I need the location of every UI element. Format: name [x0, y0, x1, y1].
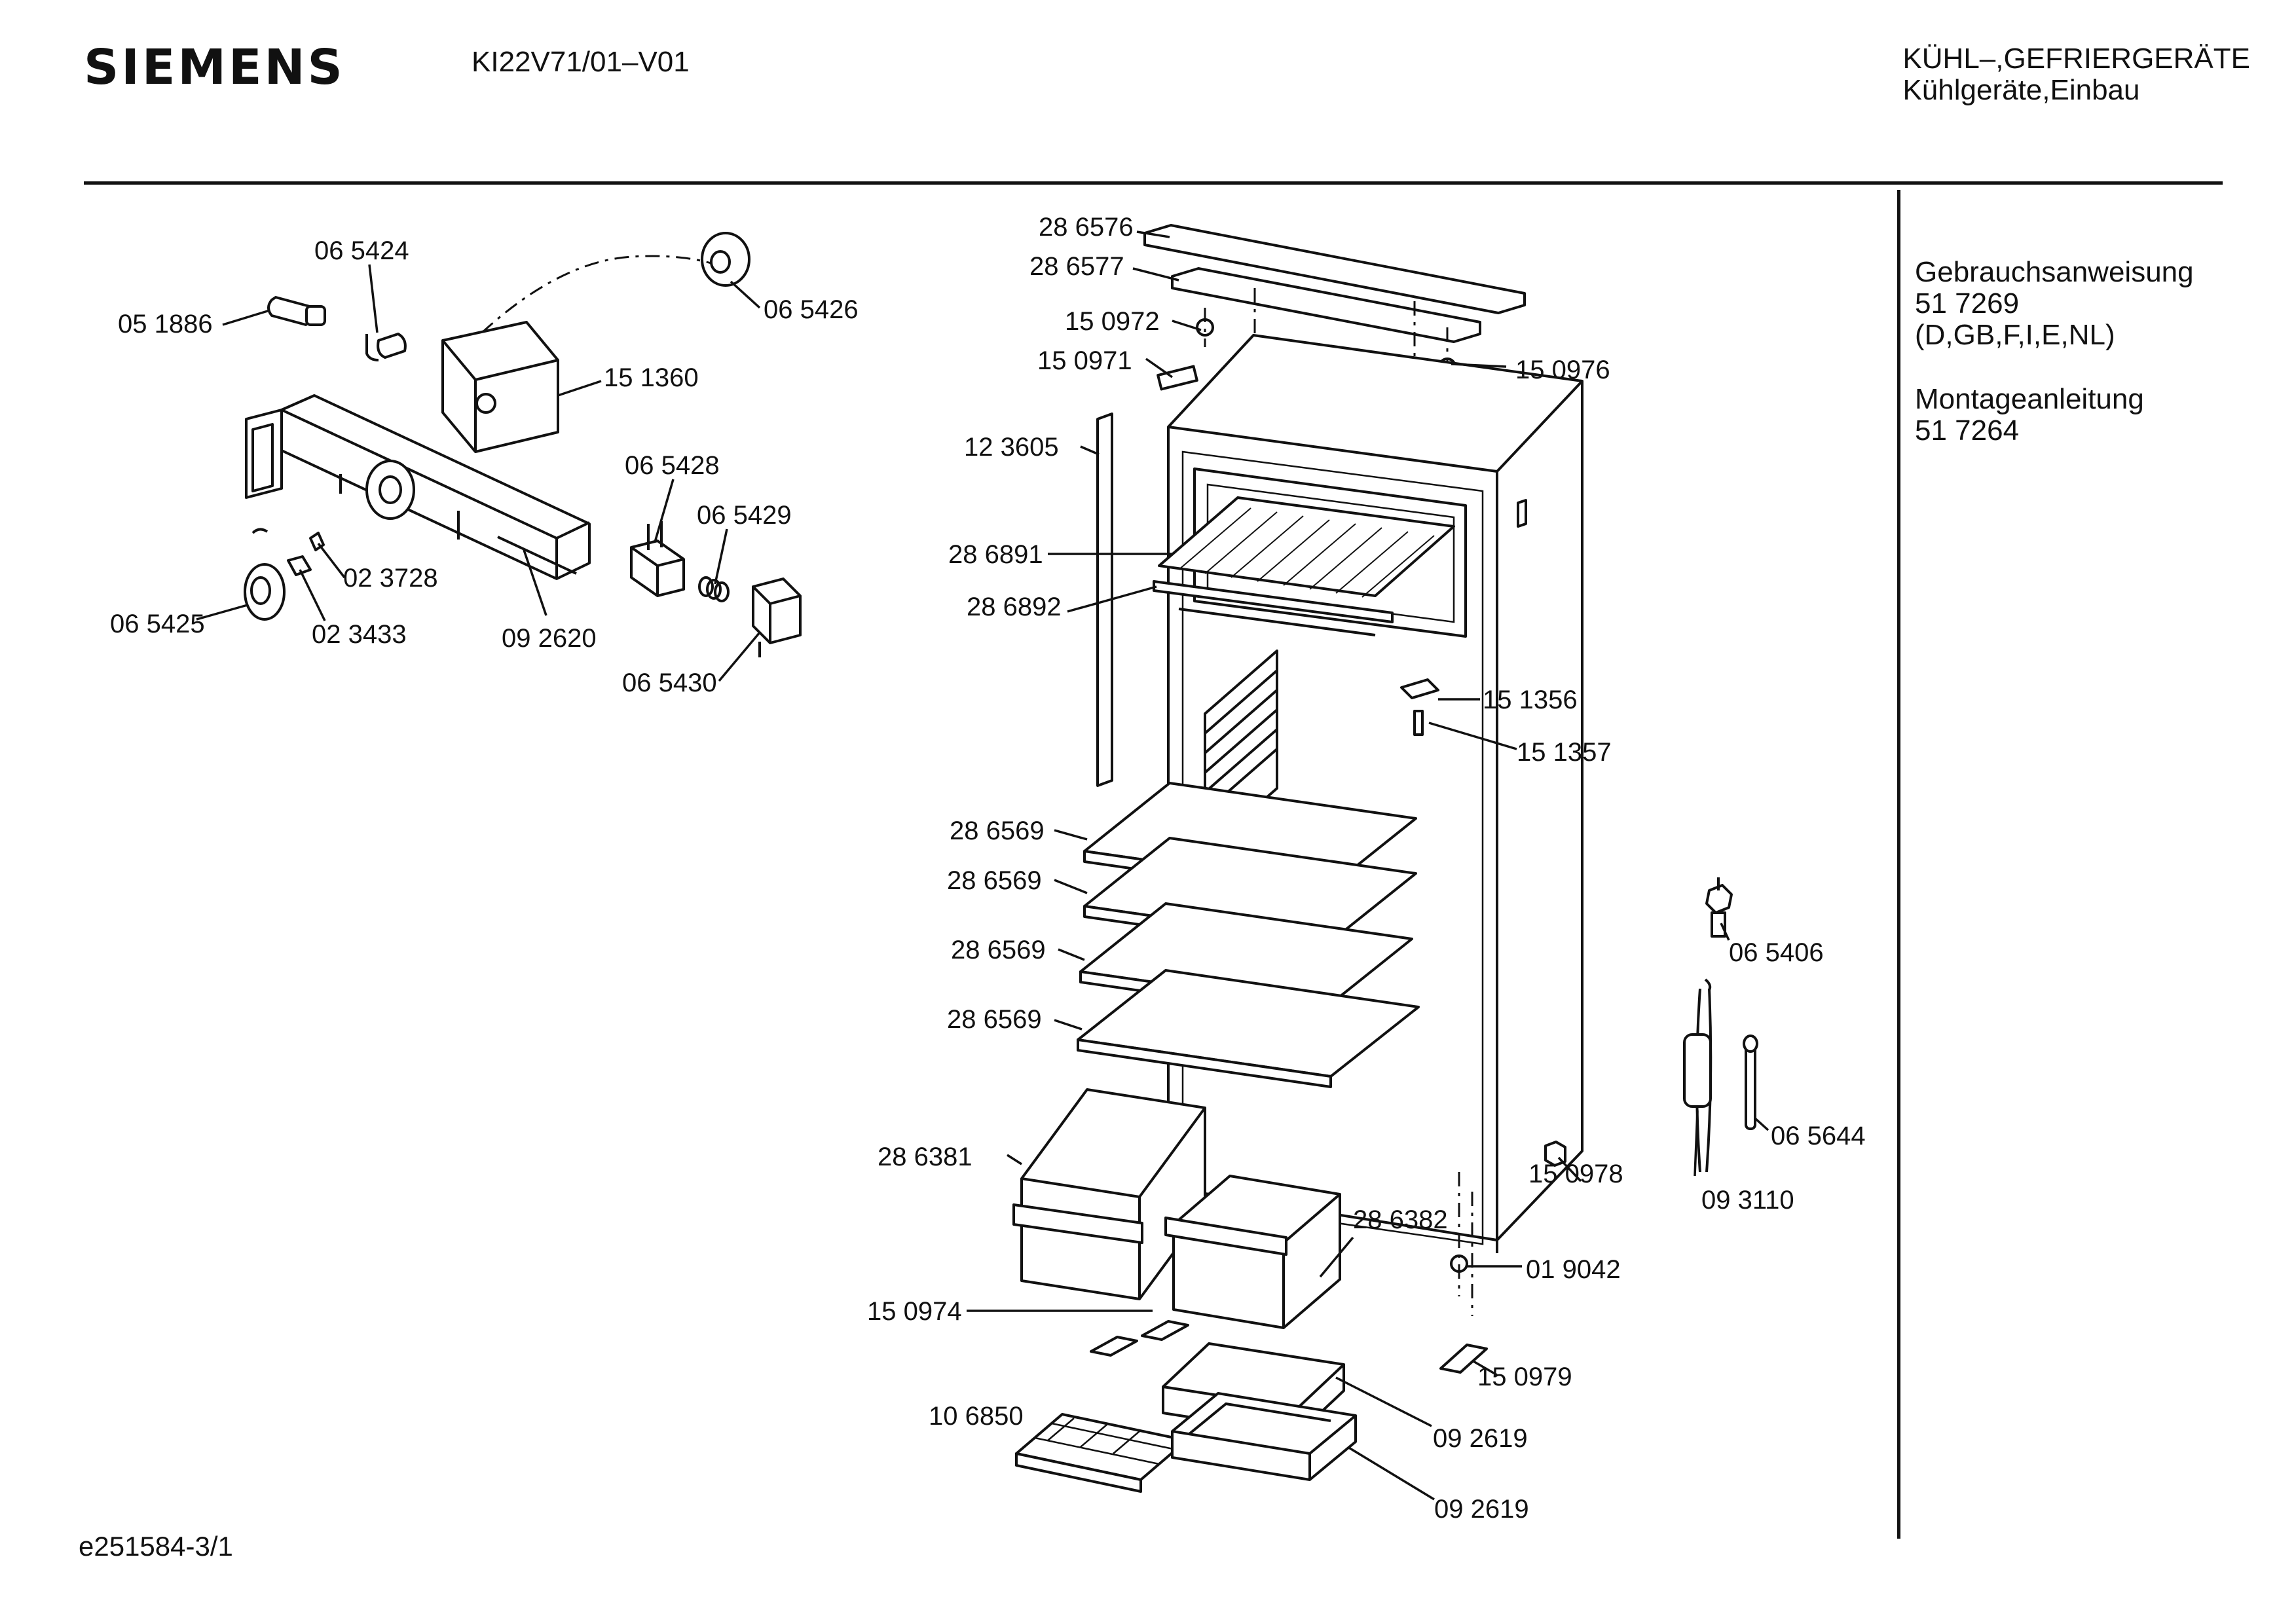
cabinet-edges-drawing — [1168, 380, 1583, 1253]
part-label-151356: 15 1356 — [1483, 686, 1578, 714]
part-label-065425: 06 5425 — [110, 610, 205, 638]
part-label-023433: 02 3433 — [312, 620, 407, 649]
category-line-1: KÜHL–,GEFRIERGERÄTE — [1902, 43, 2250, 75]
part-label-106850: 10 6850 — [929, 1402, 1024, 1431]
glass-shelves-drawing — [1077, 782, 1420, 1088]
lamp-bulb-drawing — [267, 296, 326, 326]
cable-guide-dashed — [481, 255, 712, 334]
installation-reference: Montageanleitung 51 7264 — [1915, 384, 2144, 447]
appliance-category: KÜHL–,GEFRIERGERÄTE Kühlgeräte,Einbau — [1902, 43, 2250, 106]
part-label-286569-d: 28 6569 — [947, 1005, 1042, 1034]
part-label-092619-b: 09 2619 — [1434, 1495, 1529, 1524]
connector-plug-drawing — [752, 577, 802, 657]
door-switch-drawing — [630, 521, 685, 597]
door-seal-strip-drawing — [1096, 412, 1113, 787]
install-title: Montageanleitung — [1915, 383, 2144, 415]
part-label-151357: 15 1357 — [1517, 738, 1612, 767]
part-label-051886: 05 1886 — [118, 310, 213, 339]
part-label-092619-a: 09 2619 — [1433, 1424, 1528, 1453]
part-label-286577: 28 6577 — [1029, 252, 1124, 281]
part-label-286891: 28 6891 — [948, 540, 1043, 569]
leader-lines — [196, 230, 1769, 1501]
thermostat-sensor-drawing — [1705, 877, 1733, 938]
part-label-150971: 15 0971 — [1037, 346, 1132, 375]
install-number: 51 7264 — [1915, 414, 2020, 447]
part-label-123605: 12 3605 — [964, 433, 1059, 462]
category-line-2: Kühlgeräte,Einbau — [1902, 74, 2140, 106]
part-label-065424: 06 5424 — [314, 236, 409, 265]
small-clips-drawing — [287, 532, 325, 576]
lamp-thermostat-assembly — [244, 232, 802, 657]
part-label-150974: 15 0974 — [867, 1297, 962, 1326]
part-label-286382: 28 6382 — [1353, 1205, 1448, 1234]
part-label-151360: 15 1360 — [604, 363, 699, 392]
drawing-id: e251584-3/1 — [79, 1531, 233, 1562]
part-label-065406: 06 5406 — [1729, 938, 1824, 967]
lamp-housing-drawing — [245, 394, 591, 580]
part-label-286569-b: 28 6569 — [947, 866, 1042, 895]
part-label-286569-c: 28 6569 — [951, 936, 1046, 964]
part-label-150978: 15 0978 — [1528, 1160, 1623, 1188]
temperature-sensor-holder-drawing — [1400, 678, 1439, 736]
crisper-drawer-small-drawing — [1164, 1175, 1341, 1329]
header-divider — [84, 181, 2223, 185]
part-label-065429: 06 5429 — [697, 501, 792, 530]
manual-reference: Gebrauchsanweisung 51 7269 (D,GB,F,I,E,N… — [1915, 257, 2194, 351]
manual-languages: (D,GB,F,I,E,NL) — [1915, 319, 2115, 351]
part-label-286576: 28 6576 — [1039, 213, 1134, 242]
model-number: KI22V71/01–V01 — [472, 46, 690, 78]
freezer-compartment-drawing — [1153, 467, 1467, 638]
part-label-286381: 28 6381 — [878, 1143, 972, 1171]
part-label-019042: 01 9042 — [1526, 1255, 1621, 1284]
lower-guide-lines — [1458, 1172, 1473, 1316]
thermostat-knob-drawing — [244, 528, 286, 621]
part-label-093110: 09 3110 — [1701, 1186, 1794, 1215]
part-label-286892: 28 6892 — [967, 593, 1062, 621]
part-label-092620: 09 2620 — [502, 624, 597, 653]
spring-drawing — [698, 576, 730, 602]
manual-title: Gebrauchsanweisung — [1915, 256, 2194, 288]
capillary-tube-drawing — [1683, 978, 1713, 1173]
lamp-socket-drawing — [365, 333, 407, 361]
side-panel-divider — [1897, 190, 1900, 1539]
light-switch-disc-drawing — [701, 232, 750, 287]
probe-rod-drawing — [1743, 1035, 1758, 1130]
thermostat-box-drawing — [441, 321, 559, 453]
freezer-box-drawing — [1162, 1342, 1357, 1481]
top-rail-front-drawing — [1143, 224, 1526, 314]
sensor-parts — [1683, 877, 1758, 1173]
brand-logo: SIEMENS — [84, 39, 345, 96]
part-label-065430: 06 5430 — [622, 669, 717, 697]
part-label-150976: 15 0976 — [1515, 356, 1610, 384]
part-label-065644: 06 5644 — [1771, 1122, 1866, 1150]
part-label-286569-a: 28 6569 — [950, 816, 1045, 845]
part-labels: 06 5424 05 1886 06 5426 15 1360 06 5428 … — [110, 213, 1866, 1524]
top-rail-rear-drawing — [1171, 267, 1481, 343]
part-label-065428: 06 5428 — [625, 451, 720, 480]
manual-number: 51 7269 — [1915, 287, 2020, 320]
part-label-065426: 06 5426 — [764, 295, 859, 324]
part-label-150979: 15 0979 — [1477, 1363, 1572, 1391]
ice-cube-tray-drawing — [1015, 1413, 1188, 1493]
part-label-150972: 15 0972 — [1065, 307, 1160, 336]
refrigerator-cabinet — [1012, 224, 1583, 1493]
part-label-023728: 02 3728 — [343, 564, 438, 593]
